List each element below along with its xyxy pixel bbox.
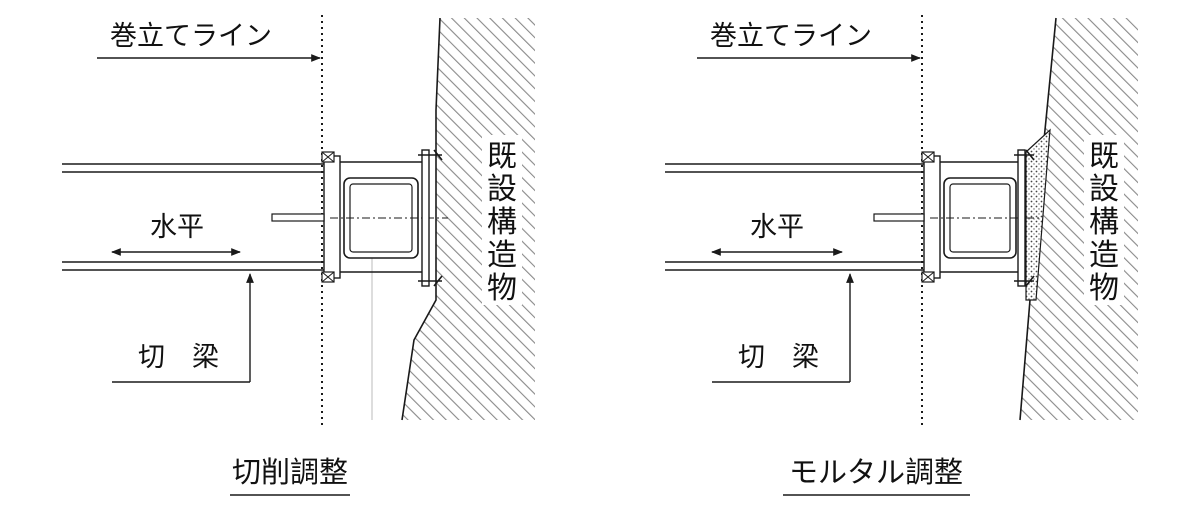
existing-structure-edge (401, 17, 441, 421)
horizontal-label: 水平 (750, 212, 804, 243)
base-plate (421, 149, 430, 287)
structure-label-char: 造 (487, 238, 517, 273)
end-plate-pad-bottom-cross (321, 271, 335, 283)
jack-rod (271, 213, 325, 222)
panel-left: 既 設 構 造 物 巻立てライン 水平 切 梁 (62, 15, 535, 425)
structure-label: 既 設 構 造 物 (487, 139, 517, 306)
structure-label-char: 物 (487, 271, 517, 306)
structure-label-char: 設 (1089, 172, 1119, 207)
wrap-line-label: 巻立てライン (710, 21, 872, 52)
horizontal-label: 水平 (150, 212, 204, 243)
base-plate (1017, 149, 1026, 287)
structure-label-char: 設 (487, 172, 517, 207)
caption-right: モルタル調整 (789, 455, 963, 489)
existing-structure-hatch (1020, 18, 1138, 420)
structure-label-char: 既 (487, 139, 517, 174)
jack-rod (873, 213, 925, 222)
structure-label-char: 物 (1089, 271, 1119, 306)
wrap-line-label: 巻立てライン (110, 21, 272, 52)
anchor-bolt-top (1014, 149, 1035, 161)
caption-left: 切削調整 (232, 455, 348, 489)
end-plate-pad-bottom-cross (921, 271, 935, 283)
end-plate (923, 155, 941, 279)
end-plate (323, 155, 341, 279)
anchor-bolt-bottom (418, 275, 443, 287)
structure-label-char: 構 (487, 205, 517, 240)
end-plate-pad-top-cross (921, 151, 935, 163)
anchor-bolt-top (418, 149, 443, 161)
panel-right: 既 設 構 造 物 巻立てライン 水平 切 梁 (665, 15, 1138, 425)
beam-label: 切 梁 (738, 342, 819, 373)
structure-label: 既 設 構 造 物 (1089, 139, 1119, 306)
structure-label-bg (1084, 135, 1124, 305)
existing-structure-hatch (402, 18, 535, 420)
beam-label: 切 梁 (138, 342, 219, 373)
structure-label-bg (482, 135, 522, 305)
structure-label-char: 造 (1089, 238, 1119, 273)
structure-label-char: 既 (1089, 139, 1119, 174)
structure-label-char: 構 (1089, 205, 1119, 240)
end-plate-pad-top-cross (321, 151, 335, 163)
anchor-bolt-bottom (1014, 275, 1035, 287)
mortar-fill (1025, 128, 1051, 301)
